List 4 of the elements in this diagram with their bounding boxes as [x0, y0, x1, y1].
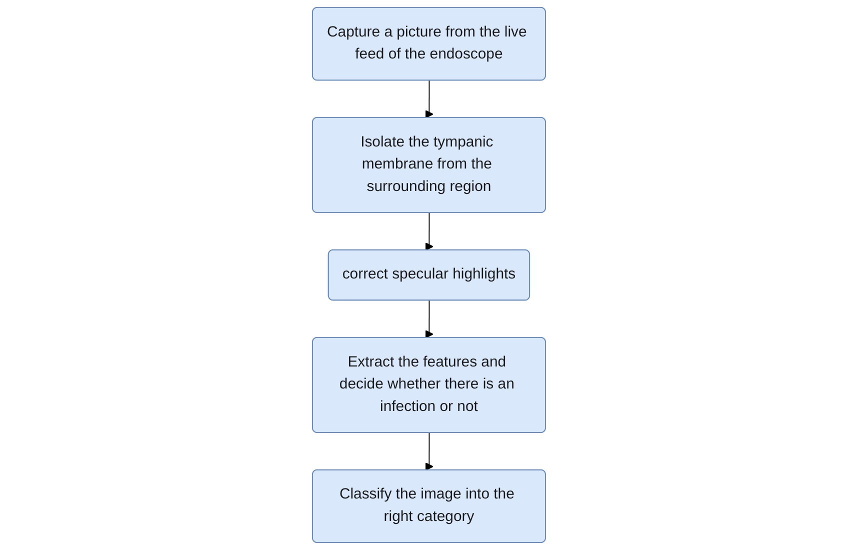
arrow: [425, 432, 434, 471]
arrow: [425, 80, 434, 118]
arrow: [425, 212, 434, 251]
arrow: [425, 300, 434, 338]
